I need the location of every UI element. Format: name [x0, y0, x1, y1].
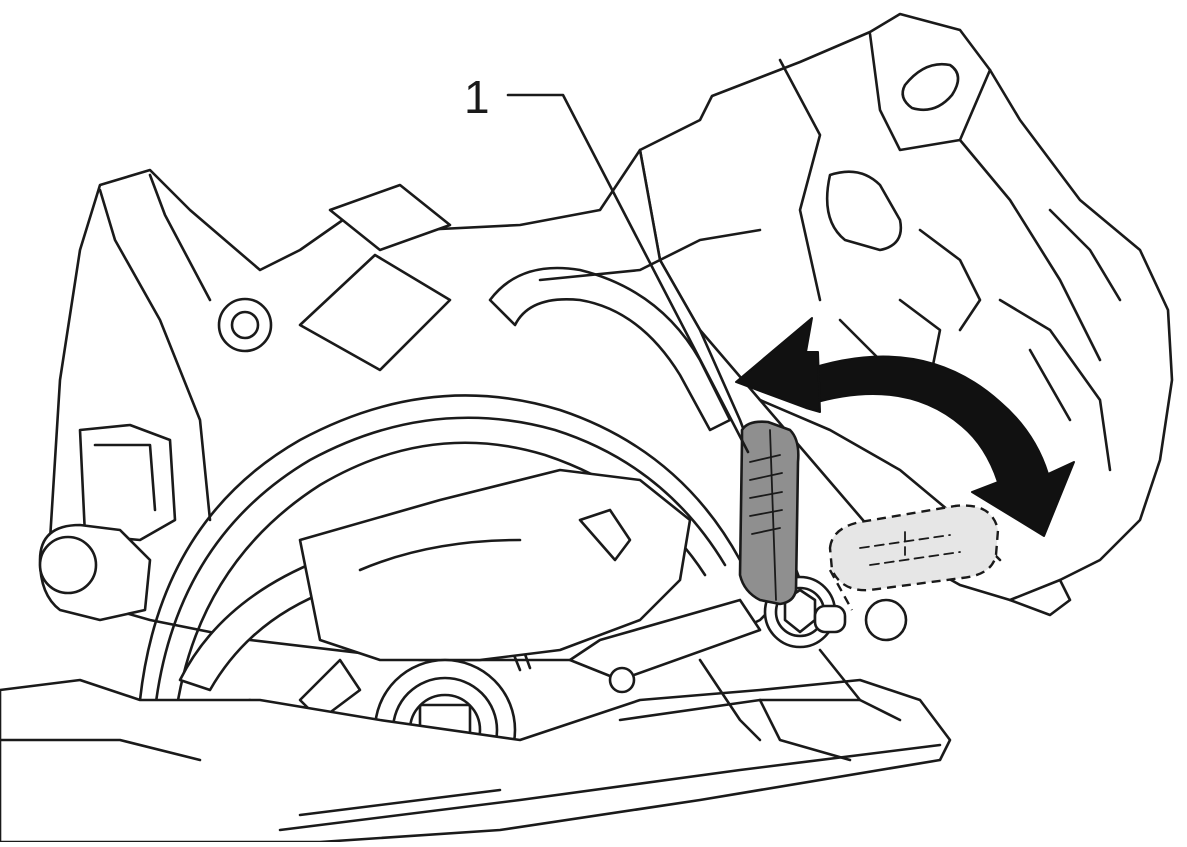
front-knob	[38, 523, 152, 622]
rotation-arrow	[735, 317, 1075, 537]
callout-leader	[506, 93, 750, 454]
lower-guard	[298, 468, 692, 662]
mount-boss	[217, 297, 273, 353]
callout-number-1: 1	[464, 71, 490, 123]
indicator-marker	[578, 508, 632, 562]
lever	[738, 420, 800, 606]
base-plate	[0, 598, 952, 844]
lever-alt-position	[828, 504, 1000, 611]
